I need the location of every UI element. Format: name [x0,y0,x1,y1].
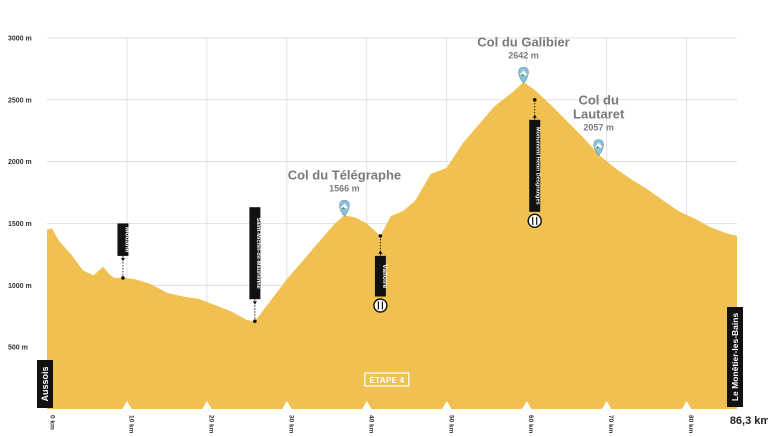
km-marker-triangle [121,401,132,410]
col-altitude-label: 2057 m [583,123,614,133]
km-marker-triangle [681,401,692,410]
finish-label: Le Monêtier-les-Bains [730,313,740,402]
x-tick-label: 0 km [49,415,56,430]
waypoint-arrow-icon [252,301,257,305]
stage-label-box [364,372,410,387]
waypoint-label-box [249,207,261,300]
x-tick-label: 40 km [367,415,374,434]
y-tick-label: 3000 m [8,36,32,43]
y-tick-label: 1000 m [8,283,32,290]
km-marker-triangle [521,401,532,410]
x-tick-label: 80 km [687,415,694,434]
food-icon [527,213,542,229]
x-tick-label: 70 km [607,415,614,434]
waypoint-label: Modane [123,227,130,253]
total-distance-label: 86,3 km [730,415,768,427]
col-name-label: Col du [578,93,618,108]
x-tick-label: 50 km [447,415,454,434]
waypoint-label-box [374,255,386,297]
food-icon [373,298,388,313]
col-name-label: Col du Télégraphe [288,167,401,182]
waypoint-arrow-icon [532,114,537,118]
pin-grass [341,206,346,209]
col-summit-pin-icon [339,200,350,217]
col-name-label: Col du Galibier [477,34,569,49]
km-marker-triangle [361,401,372,410]
waypoint-arrow-icon [120,257,125,262]
stage-label: ÉTAPE 4 [369,375,404,385]
y-tick-label: 2500 m [8,97,32,104]
axis-ticks: 500 m 1000 m 1500 m 2000 m 2500 m 3000 m 0 km 1… [8,36,694,434]
col-altitude-label: 1566 m [329,183,360,193]
km-marker-triangle [441,401,452,410]
y-tick-label: 1500 m [8,221,32,228]
waypoint-arrow-icon [378,250,383,254]
elevation-profile-area [47,82,737,410]
finish-label-box [727,307,743,407]
start-label-box [37,360,53,408]
waypoint-label-box [117,223,129,256]
start-label: Aussois [40,366,50,401]
col-altitude-label: 2642 m [508,50,539,60]
waypoint-label-box [529,119,541,212]
x-tick-label: 60 km [527,415,534,434]
x-tick-label: 30 km [287,415,294,434]
waypoint-dot [532,98,537,102]
col-summit-pin-icon [593,139,604,157]
x-tick-label: 20 km [207,415,214,434]
x-tick-label: 10 km [127,415,134,434]
km-marker-triangle [601,401,612,410]
km-marker-triangle [281,401,292,410]
y-tick-label: 500 m [8,345,28,352]
col-name-label: Lautaret [573,107,625,122]
pin-grass [595,146,600,149]
pin-mountain [340,203,349,209]
route-markers [120,66,692,410]
pin-grass [520,73,525,76]
waypoint-label: Monument Henri Desgranges [535,127,541,205]
y-tick-label: 2000 m [8,159,32,166]
km-marker-triangle [201,401,212,410]
col-summit-pin-icon [518,66,529,84]
waypoint-label: Saint-Michel-de-Maurienne [255,218,261,289]
pin-mountain [519,70,528,76]
pin-mountain [594,142,603,148]
waypoint-label: Valloire [381,264,388,288]
